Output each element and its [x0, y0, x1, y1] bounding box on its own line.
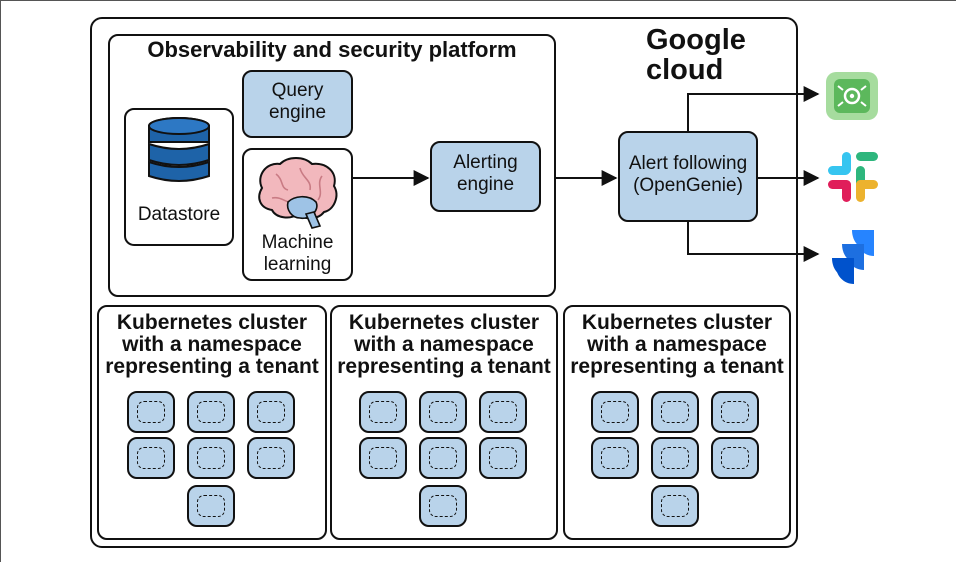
query-engine-box	[242, 70, 353, 138]
machine-learning-label: Machine learning	[261, 232, 334, 275]
pod	[247, 437, 295, 479]
pod	[187, 437, 235, 479]
alert-following-label: Alert following (OpenGenie)	[628, 153, 748, 196]
pod	[651, 437, 699, 479]
pod	[359, 437, 407, 479]
pod	[187, 485, 235, 527]
pod	[127, 391, 175, 433]
pod	[419, 437, 467, 479]
pod	[651, 391, 699, 433]
cluster-3-title: Kubernetes cluster with a namespace repr…	[570, 311, 784, 379]
alerting-engine-box	[430, 141, 541, 212]
pod	[711, 437, 759, 479]
pod	[247, 391, 295, 433]
frame-top-line	[0, 0, 956, 1]
cluster-2-title: Kubernetes cluster with a namespace repr…	[337, 311, 551, 379]
pod	[591, 437, 639, 479]
pod	[419, 391, 467, 433]
pod	[711, 391, 759, 433]
cluster-1-title: Kubernetes cluster with a namespace repr…	[105, 311, 319, 379]
alerting-engine-label: Alerting engine	[453, 152, 518, 195]
pod	[651, 485, 699, 527]
query-engine-label: Query engine	[268, 80, 327, 123]
pod	[419, 485, 467, 527]
pod	[591, 391, 639, 433]
platform-title: Observability and security platform	[147, 37, 517, 62]
pod	[187, 391, 235, 433]
pod	[359, 391, 407, 433]
datastore-label: Datastore	[137, 204, 221, 225]
pod	[479, 437, 527, 479]
alert-following-box	[618, 131, 758, 222]
pod	[127, 437, 175, 479]
google-cloud-label: Google cloud	[646, 24, 746, 87]
frame-left-line	[0, 0, 1, 562]
pod	[479, 391, 527, 433]
